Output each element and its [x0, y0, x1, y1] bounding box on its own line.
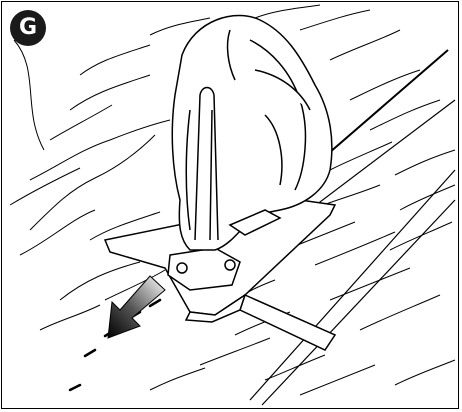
step-badge: G — [10, 10, 46, 46]
step-label: G — [19, 17, 37, 39]
